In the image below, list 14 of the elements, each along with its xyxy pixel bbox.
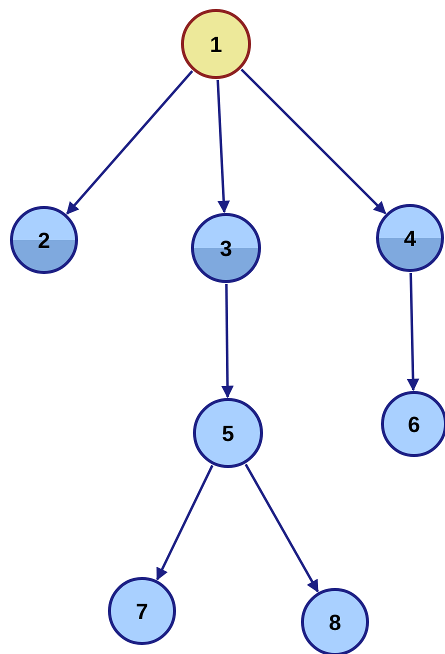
node-number: 8 [328, 608, 342, 636]
node-number: 6 [408, 410, 420, 438]
node-number: 1 [210, 30, 222, 58]
node-number: 7 [136, 598, 148, 626]
arrow [240, 68, 386, 214]
arrow [244, 464, 319, 593]
arrow [406, 272, 420, 392]
node-number: 5 [222, 420, 234, 448]
arrow [66, 70, 194, 215]
node-number: 3 [220, 234, 232, 262]
node-number: 4 [404, 224, 416, 252]
arrow [221, 284, 234, 398]
arrow [216, 80, 230, 214]
node-number: 2 [38, 226, 50, 254]
